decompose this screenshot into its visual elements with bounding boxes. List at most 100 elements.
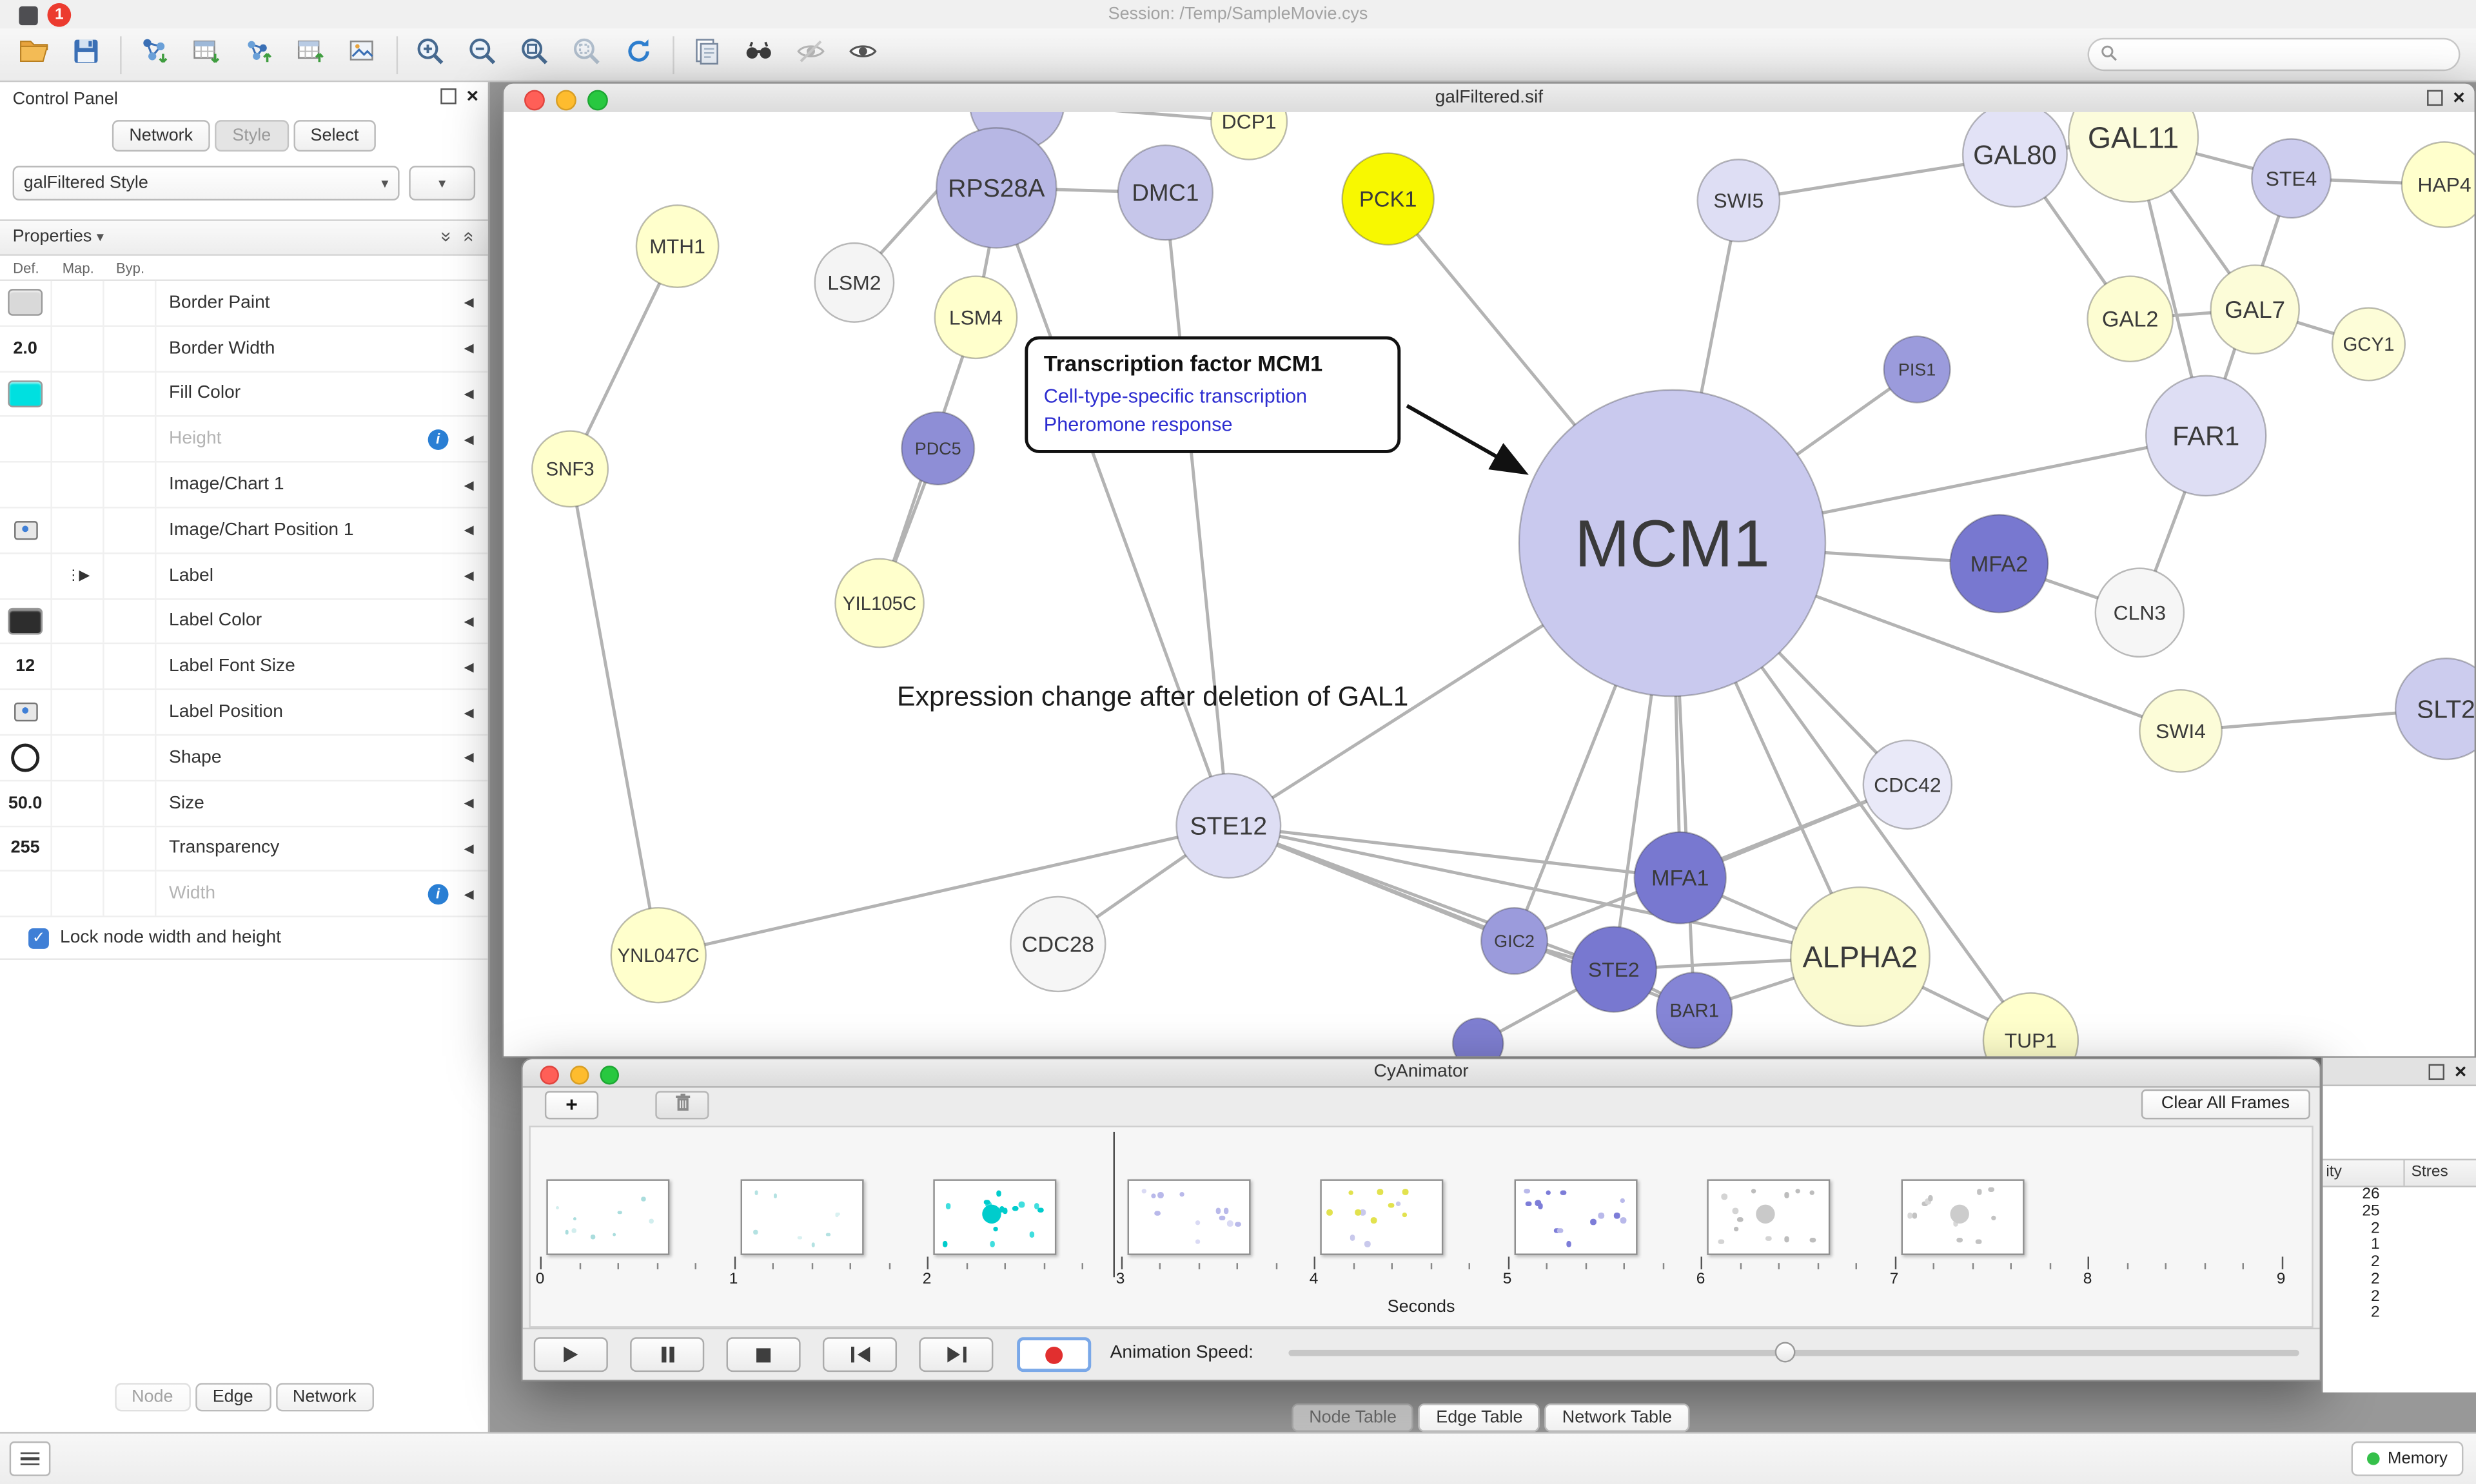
frame-thumbnail-2[interactable] [933, 1179, 1056, 1255]
lock-checkbox[interactable]: ✓ [28, 928, 49, 948]
annotation-box[interactable]: Transcription factor MCM1 Cell-type-spec… [1025, 337, 1400, 454]
default-value[interactable]: 2.0 [13, 339, 37, 358]
color-swatch[interactable] [8, 289, 43, 317]
export-network-button[interactable] [237, 34, 278, 75]
memory-button[interactable]: Memory [2352, 1441, 2464, 1476]
color-swatch[interactable] [8, 608, 43, 635]
frame-thumbnail-5[interactable] [1513, 1179, 1636, 1255]
tab-network-table[interactable]: Network Table [1545, 1403, 1689, 1432]
network-node-gal11[interactable]: GAL11 [2068, 112, 2198, 202]
network-node-dcp1[interactable]: DCP1 [1211, 112, 1287, 159]
clear-all-frames-button[interactable]: Clear All Frames [2141, 1089, 2310, 1120]
column-header[interactable]: Stres [2405, 1160, 2476, 1186]
network-node-swi5[interactable]: SWI5 [1698, 159, 1780, 241]
stop-button[interactable] [727, 1337, 801, 1372]
expand-row-icon[interactable]: ◀ [464, 432, 474, 446]
network-node-mfa2[interactable]: MFA2 [1950, 514, 2048, 612]
tab-select[interactable]: Select [293, 120, 377, 151]
table-row[interactable]: 2 [2323, 1220, 2476, 1236]
close-panel-icon[interactable]: × [466, 88, 478, 104]
network-node-snf3[interactable]: SNF3 [532, 431, 608, 507]
property-row-transparency[interactable]: 255Transparency◀ [0, 826, 488, 872]
tab-node[interactable]: Node [114, 1383, 190, 1411]
hide-selected-button[interactable] [789, 34, 830, 75]
table-row[interactable]: 26 [2323, 1186, 2476, 1202]
record-button[interactable] [1017, 1337, 1091, 1372]
float-panel-icon[interactable] [441, 88, 457, 104]
zoom-fit-button[interactable] [513, 34, 555, 75]
panel-menu-button[interactable] [10, 1441, 51, 1476]
tab-node-table[interactable]: Node Table [1292, 1403, 1414, 1432]
network-node-gal2[interactable]: GAL2 [2088, 277, 2173, 362]
collapse-all-icon[interactable]: « [434, 231, 456, 242]
network-node-dmc1[interactable]: DMC1 [1118, 145, 1213, 240]
search-input[interactable] [2124, 41, 2459, 68]
dock-panel-icon[interactable] [2430, 1064, 2445, 1080]
network-node-yil105c[interactable]: YIL105C [836, 559, 924, 647]
color-swatch[interactable] [8, 380, 43, 407]
dock-window-icon[interactable] [2428, 90, 2443, 106]
play-button[interactable] [534, 1337, 608, 1372]
open-session-button[interactable] [13, 34, 54, 75]
annotation-link[interactable]: Pheromone response [1044, 411, 1382, 439]
property-row-fill-color[interactable]: Fill Color◀ [0, 372, 488, 418]
default-value[interactable]: 255 [11, 839, 40, 858]
network-node-cdc28[interactable]: CDC28 [1010, 897, 1105, 991]
properties-header[interactable]: Properties ▾ « « [0, 221, 488, 256]
close-view-icon[interactable]: × [2453, 90, 2465, 106]
property-row-label-font-size[interactable]: 12Label Font Size◀ [0, 645, 488, 690]
position-icon[interactable] [14, 521, 37, 540]
network-node-cln3[interactable]: CLN3 [2096, 569, 2184, 657]
expand-row-icon[interactable]: ◀ [464, 523, 474, 538]
network-node-mth1[interactable]: MTH1 [636, 205, 718, 287]
expand-row-icon[interactable]: ◀ [464, 341, 474, 355]
table-row[interactable]: 25 [2323, 1203, 2476, 1220]
property-row-border-width[interactable]: 2.0Border Width◀ [0, 326, 488, 372]
tab-network[interactable]: Network [112, 120, 210, 151]
search-field[interactable] [2088, 38, 2461, 71]
network-node-gcy1[interactable]: GCY1 [2332, 308, 2405, 381]
frame-thumbnail-6[interactable] [1707, 1179, 1830, 1255]
network-window-titlebar[interactable]: galFiltered.sif × [504, 84, 2474, 114]
property-row-height[interactable]: Heighti◀ [0, 417, 488, 463]
expand-row-icon[interactable]: ◀ [464, 614, 474, 629]
network-node-lsm2[interactable]: LSM2 [815, 243, 894, 322]
network-node-mfa1[interactable]: MFA1 [1635, 832, 1726, 924]
info-icon[interactable]: i [427, 429, 448, 450]
frame-thumbnail-3[interactable] [1126, 1179, 1250, 1255]
lock-size-row[interactable]: ✓ Lock node width and height [0, 917, 488, 960]
network-node-ynl047c[interactable]: YNL047C [611, 908, 706, 1002]
network-node-pck1[interactable]: PCK1 [1342, 153, 1434, 245]
save-session-button[interactable] [64, 34, 106, 75]
expand-all-icon[interactable]: « [459, 231, 481, 242]
info-icon[interactable]: i [427, 884, 448, 904]
network-node-swi4[interactable]: SWI4 [2139, 690, 2221, 772]
table-row[interactable]: 1 [2323, 1237, 2476, 1254]
property-row-image-chart-1[interactable]: Image/Chart 1◀ [0, 463, 488, 509]
table-row[interactable]: 2 [2323, 1254, 2476, 1271]
network-node-slt2[interactable]: SLT2 [2395, 658, 2474, 759]
style-dropdown[interactable]: galFiltered Style ▾ [13, 166, 400, 200]
property-row-label-color[interactable]: Label Color◀ [0, 600, 488, 645]
network-node-rps28a[interactable]: RPS28A [936, 128, 1056, 248]
snapshot-button[interactable] [685, 34, 727, 75]
column-header[interactable]: ity [2323, 1160, 2404, 1186]
import-network-button[interactable] [133, 34, 174, 75]
tab-edge-table[interactable]: Edge Table [1419, 1403, 1540, 1432]
show-all-button[interactable] [841, 34, 883, 75]
zoom-selected-button[interactable] [565, 34, 607, 75]
table-row[interactable]: 2 [2323, 1288, 2476, 1305]
network-node-gic2[interactable]: GIC2 [1481, 908, 1548, 974]
network-node-cdc42[interactable]: CDC42 [1863, 741, 1952, 829]
expand-row-icon[interactable]: ◀ [464, 478, 474, 492]
close-panel-icon[interactable]: × [2455, 1064, 2467, 1080]
tab-network[interactable]: Network [275, 1383, 374, 1411]
property-row-size[interactable]: 50.0Size◀ [0, 781, 488, 827]
property-row-width[interactable]: Widthi◀ [0, 872, 488, 918]
property-row-label-position[interactable]: Label Position◀ [0, 690, 488, 736]
property-row-border-paint[interactable]: Border Paint◀ [0, 281, 488, 327]
expand-row-icon[interactable]: ◀ [464, 569, 474, 583]
frame-thumbnail-7[interactable] [1900, 1179, 2023, 1255]
timeline[interactable]: 0123456789 Seconds [529, 1126, 2313, 1327]
delete-frame-button[interactable] [655, 1091, 709, 1119]
